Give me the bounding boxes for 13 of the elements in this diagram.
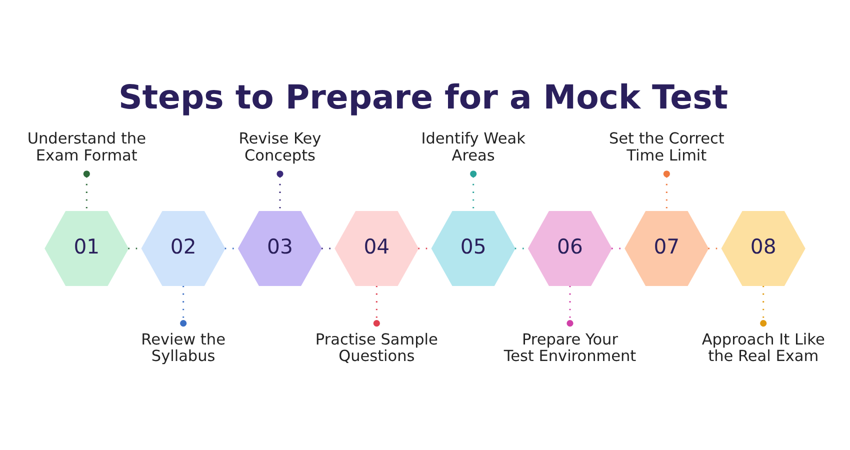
diagram-title: Steps to Prepare for a Mock Test: [118, 77, 728, 116]
connector: [760, 286, 767, 327]
node-text: Review the Syllabus: [141, 330, 226, 366]
node-text: Revise Key Concepts: [238, 130, 322, 164]
node-text: Set the Correct Time Limit: [608, 130, 724, 164]
node-text: Identify Weak Areas: [421, 130, 526, 164]
node-text: Understand the Exam Format: [27, 130, 146, 164]
connector: [180, 286, 187, 327]
node-text: Approach It Like the Real Exam: [702, 330, 825, 366]
connector: [566, 286, 574, 327]
connector: [373, 286, 380, 327]
node-text: Practise Sample Questions: [315, 330, 438, 366]
node-text: Prepare Your Test Environment: [504, 330, 636, 366]
